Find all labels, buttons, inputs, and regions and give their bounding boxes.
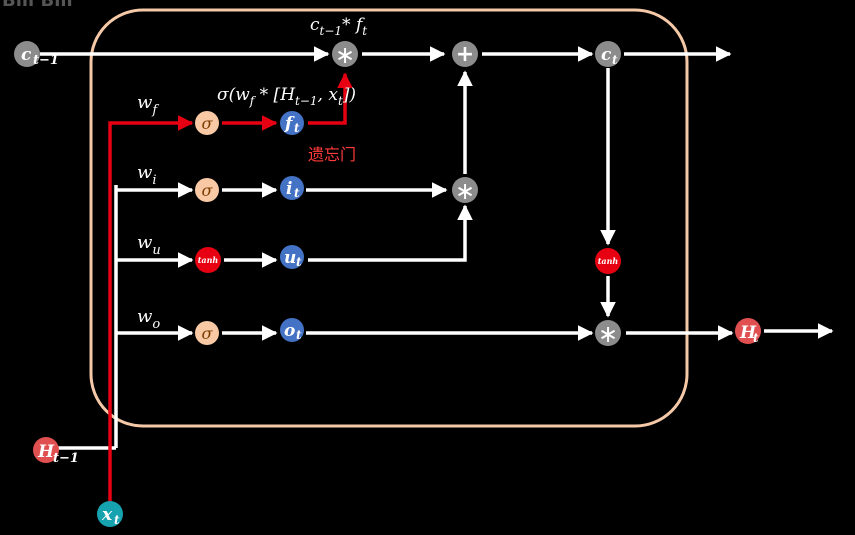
node-o-t: o t	[280, 318, 304, 342]
watermark: Bili Bili	[2, 0, 73, 11]
svg-text:∗: ∗	[598, 320, 618, 348]
multiply-node-forget: ∗	[332, 41, 358, 69]
svg-text:σ: σ	[202, 324, 214, 343]
svg-text:H: H	[739, 323, 757, 343]
tanh-node-c: tanh	[595, 248, 621, 274]
svg-text:t−1: t−1	[53, 451, 79, 466]
svg-text:t: t	[753, 331, 759, 345]
tanh-node-u: tanh	[195, 247, 221, 273]
sigma-node-f: σ	[195, 111, 219, 135]
weight-label-wu: wu	[137, 232, 161, 258]
svg-text:H: H	[37, 442, 55, 462]
svg-text:t: t	[294, 186, 300, 200]
svg-text:t: t	[296, 255, 302, 269]
node-h-t: H t	[735, 318, 761, 345]
svg-text:tanh: tanh	[198, 255, 219, 265]
cell-boundary	[89, 8, 689, 428]
node-f-t: f t	[280, 111, 304, 135]
node-x-t: x t	[97, 501, 123, 527]
svg-text:t: t	[612, 53, 618, 67]
svg-text:i: i	[286, 179, 292, 199]
weight-labels: wf wi wu wo	[137, 92, 161, 332]
forget-gate-label: 遗忘门	[308, 145, 356, 164]
svg-text:t−1: t−1	[33, 53, 59, 68]
svg-text:σ: σ	[202, 181, 214, 200]
node-u-t: u t	[280, 245, 304, 269]
svg-text:+: +	[456, 42, 474, 67]
svg-text:c: c	[601, 45, 612, 65]
svg-text:∗: ∗	[455, 177, 475, 205]
sigma-node-i: σ	[195, 178, 219, 202]
svg-text:t: t	[114, 513, 120, 527]
node-c-t: c t	[595, 41, 621, 67]
svg-text:t: t	[294, 121, 300, 135]
svg-text:f: f	[284, 114, 295, 134]
add-node: +	[452, 41, 478, 67]
svg-text:c: c	[21, 45, 32, 65]
sigma-node-o: σ	[195, 321, 219, 345]
svg-text:t: t	[296, 328, 302, 342]
forget-formula: σ(wf * [Ht−1, xt])	[217, 85, 356, 108]
node-h-prev: H t−1	[33, 437, 79, 466]
top-formula: ct−1* ft	[310, 15, 367, 38]
multiply-node-input: ∗	[452, 177, 478, 205]
svg-text:x: x	[101, 505, 113, 525]
weight-label-wf: wf	[137, 92, 159, 118]
white-connections	[40, 46, 834, 450]
svg-text:o: o	[284, 321, 295, 341]
weight-label-wi: wi	[137, 162, 157, 188]
svg-text:σ: σ	[202, 114, 214, 133]
svg-text:∗: ∗	[335, 41, 355, 69]
weight-label-wo: wo	[137, 306, 160, 332]
node-i-t: i t	[280, 176, 304, 200]
multiply-node-output: ∗	[595, 320, 621, 348]
svg-text:tanh: tanh	[598, 256, 619, 266]
forget-gate-path	[108, 72, 353, 503]
svg-text:u: u	[284, 248, 296, 268]
node-c-prev: c t−1	[14, 41, 59, 68]
